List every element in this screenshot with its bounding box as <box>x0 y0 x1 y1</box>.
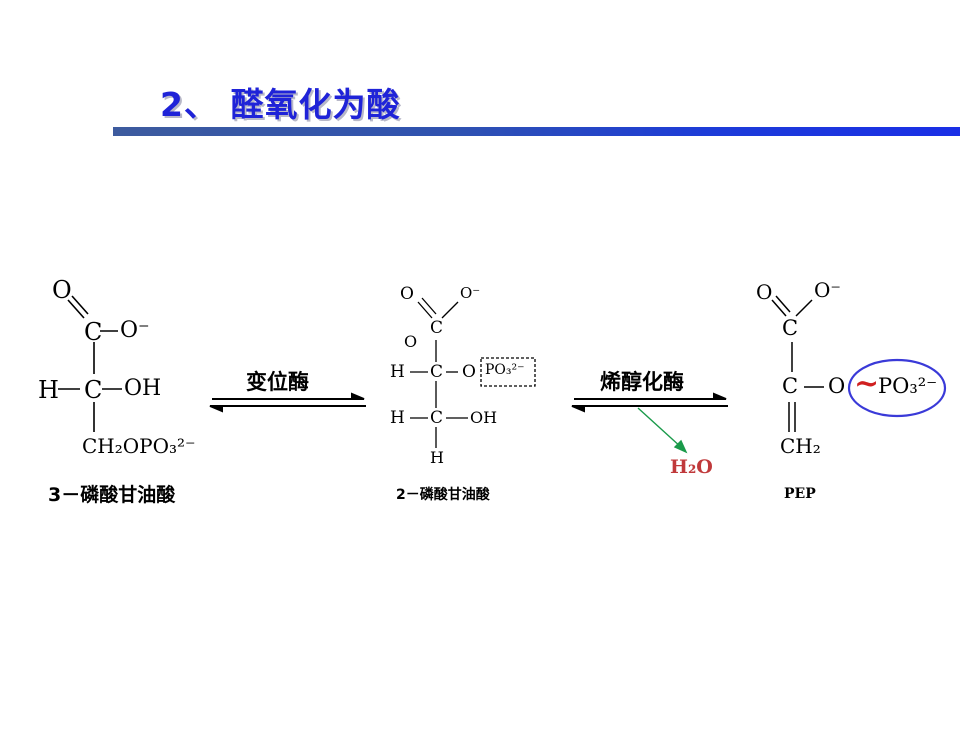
m2-o2: O <box>462 362 476 382</box>
m1-h: H <box>38 376 59 404</box>
slide-title: 2、 醛氧化为酸 <box>160 85 401 124</box>
m2-oh: OH <box>470 408 498 427</box>
m2-po3: PO₃²⁻ <box>485 362 525 378</box>
water-release-arrow <box>637 407 688 454</box>
m1-name: 3－磷酸甘油酸 <box>48 484 176 506</box>
r2-enzyme: 烯醇化酶 <box>600 370 684 394</box>
m3-tilde: ~ <box>854 366 880 401</box>
m2-name: 2－磷酸甘油酸 <box>396 487 490 503</box>
m1-o-top: O <box>52 276 72 304</box>
m3-ch2: CH₂ <box>780 434 821 458</box>
m3-c2: C <box>782 374 799 398</box>
m2-o-side: O <box>404 332 418 351</box>
m3-po3: PO₃²⁻ <box>878 374 938 398</box>
m3-o-top: O <box>756 280 773 304</box>
m2-c3: C <box>430 408 444 428</box>
m2-c1: C <box>430 318 444 338</box>
m1-oh: OH <box>124 376 162 401</box>
m3-o2: O <box>828 374 846 398</box>
m2-c2: C <box>430 362 444 382</box>
m2-h1: H <box>390 362 405 382</box>
m1-c1: C <box>84 318 103 346</box>
reaction-1-arrows <box>209 392 366 413</box>
m1-o-minus: O⁻ <box>120 318 150 343</box>
m3-name: PEP <box>784 486 816 502</box>
m2-h3: H <box>430 448 444 467</box>
molecule-3-bonds <box>771 295 824 432</box>
title-underline <box>113 127 960 136</box>
m1-ch2opo3: CH₂OPO₃²⁻ <box>82 434 196 458</box>
m1-c2: C <box>84 376 103 404</box>
m2-o-minus: O⁻ <box>460 284 481 302</box>
r2-water: H₂O <box>670 456 713 478</box>
m3-c1: C <box>782 316 799 340</box>
molecule-1-bonds <box>58 295 122 432</box>
m3-o-minus: O⁻ <box>814 278 841 302</box>
m2-h2: H <box>390 408 405 428</box>
molecule-2-bonds <box>410 297 536 448</box>
reaction-2-arrows <box>571 392 728 413</box>
r1-enzyme: 变位酶 <box>246 370 309 394</box>
m2-o-top: O <box>400 284 414 304</box>
phosphate-highlight-circle <box>847 358 947 418</box>
